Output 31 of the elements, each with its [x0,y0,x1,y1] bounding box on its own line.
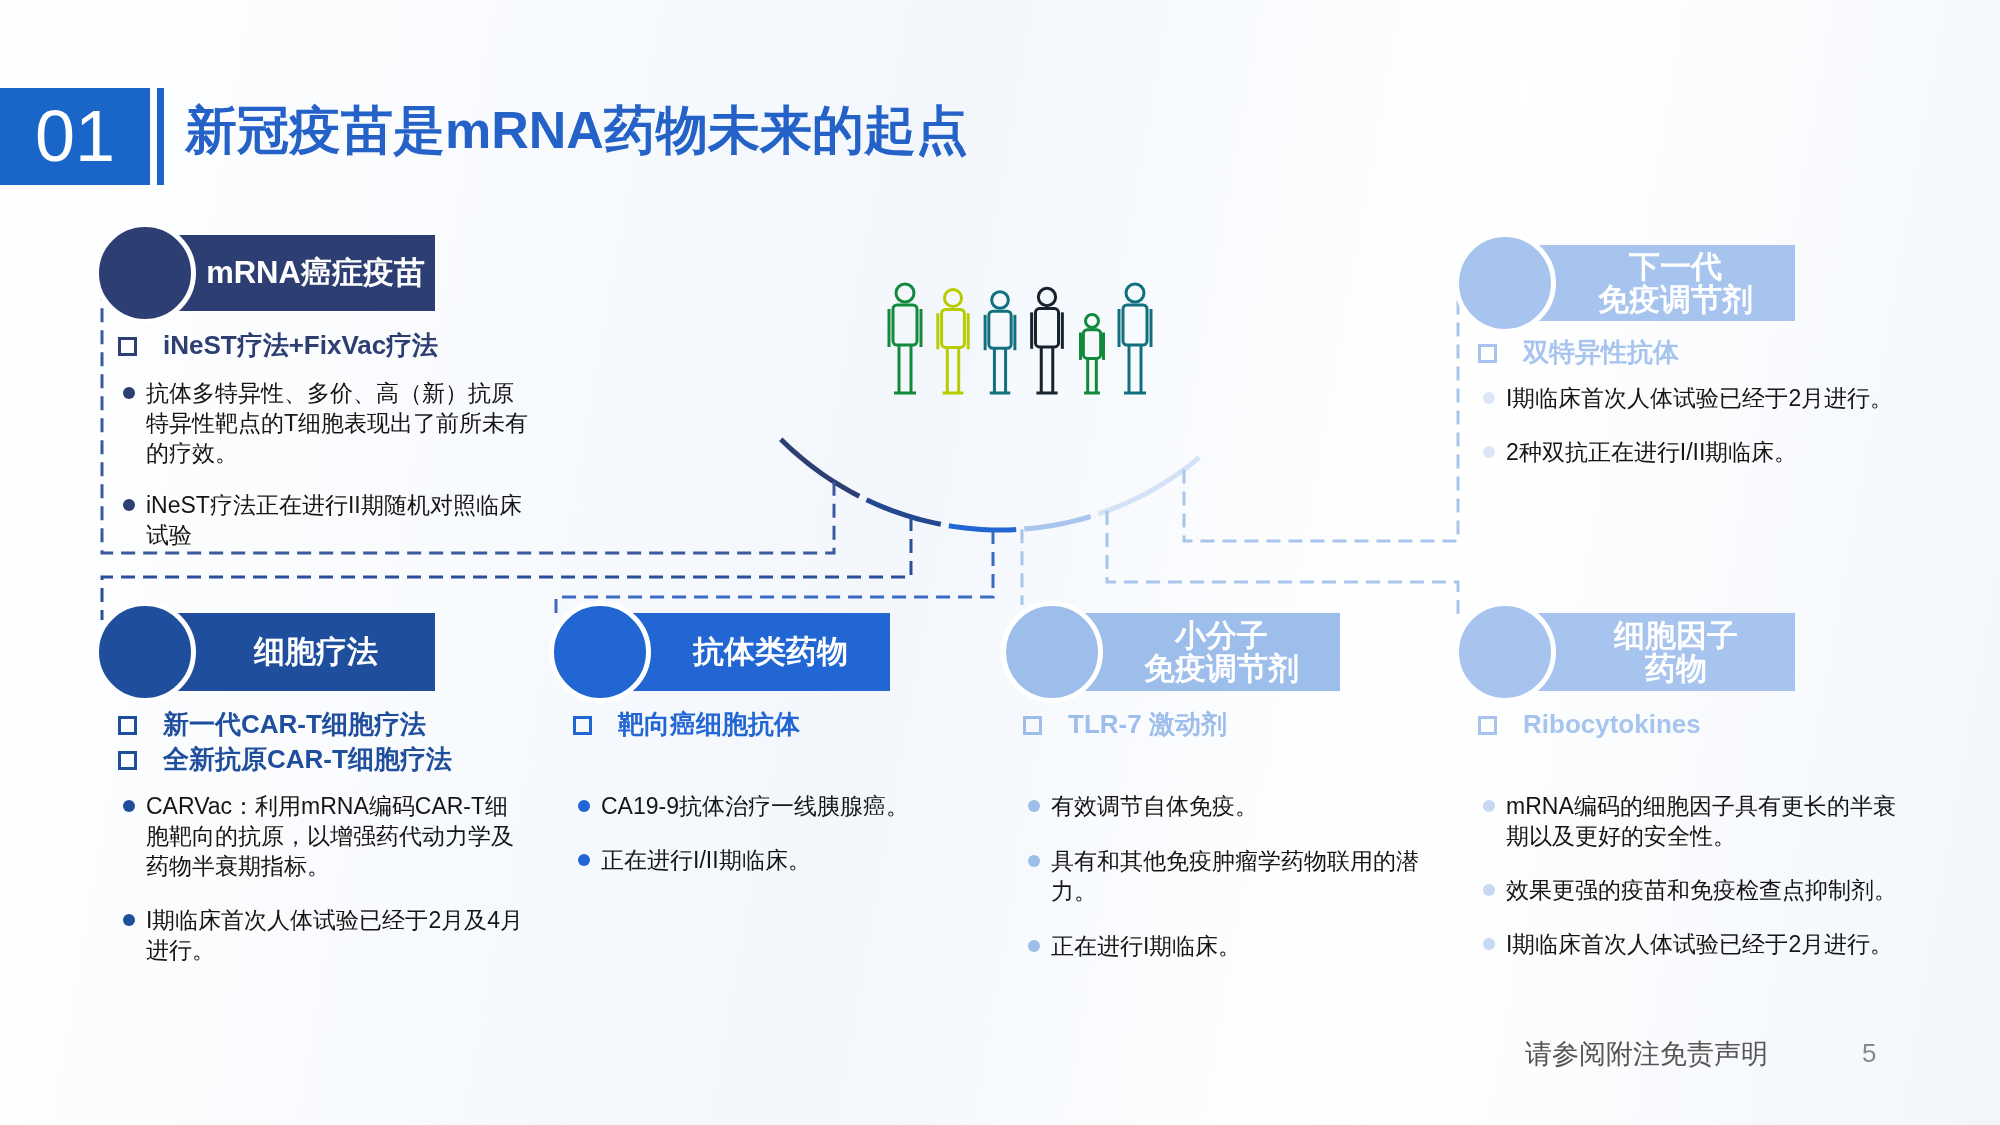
bullet-text: mRNA编码的细胞因子具有更长的半衰期以及更好的安全性。 [1506,792,1897,851]
page-number: 5 [1862,1038,1877,1069]
subheading: iNeST疗法+FixVac疗法 [163,329,439,361]
subheading: TLR-7 激动剂 [1068,708,1227,740]
bullet-text: I期临床首次人体试验已经于2月进行。 [1506,930,1895,959]
subheading: 新一代CAR-T细胞疗法 [163,708,426,740]
bullet-text: CA19-9抗体治疗一线胰腺癌。 [601,792,910,821]
bullet-text: 具有和其他免疫肿瘤学药物联用的潜力。 [1051,847,1420,906]
subheading: Ribocytokines [1523,708,1701,740]
bullet-text: I期临床首次人体试验已经于2月进行。 [1506,384,1895,413]
bullet-text: CARVac：利用mRNA编码CAR-T细胞靶向的抗原，以增强药代动力学及药物半衰期指标。 [146,792,515,881]
subheading: 全新抗原CAR-T细胞疗法 [163,743,452,775]
dashed-connector [1020,529,1024,605]
dashed-connector [100,516,913,620]
bullet-text: 效果更强的疫苗和免疫检查点抑制剂。 [1506,876,1898,905]
bullet-text: 有效调节自体免疫。 [1051,792,1259,821]
bullet-text: 抗体多特异性、多价、高（新）抗原特异性靶点的T细胞表现出了前所未有的疗效。 [146,379,530,468]
segmented-arc [779,437,1201,533]
bullet-text: 2种双抗正在进行I/II期临床。 [1506,438,1799,467]
category-header: 小分子免疫调节剂 [1001,601,1340,703]
bullet-text: iNeST疗法正在进行II期随机对照临床试验 [146,491,523,550]
disclaimer-note: 请参阅附注免责声明 [1525,1038,1768,1071]
bullet-text: 正在进行I期临床。 [1051,932,1243,961]
section-number: 01 [0,88,150,185]
bullet-text: 正在进行I/II期临床。 [601,846,812,875]
slide-title: 新冠疫苗是mRNA药物未来的起点 [185,100,968,161]
bullet-text: I期临床首次人体试验已经于2月及4月进行。 [146,906,524,965]
subheading: 双特异性抗体 [1523,336,1679,368]
category-header: 抗体类药物 [549,601,890,703]
subheading: 靶向癌细胞抗体 [618,708,800,740]
people-drawing [887,282,1153,395]
